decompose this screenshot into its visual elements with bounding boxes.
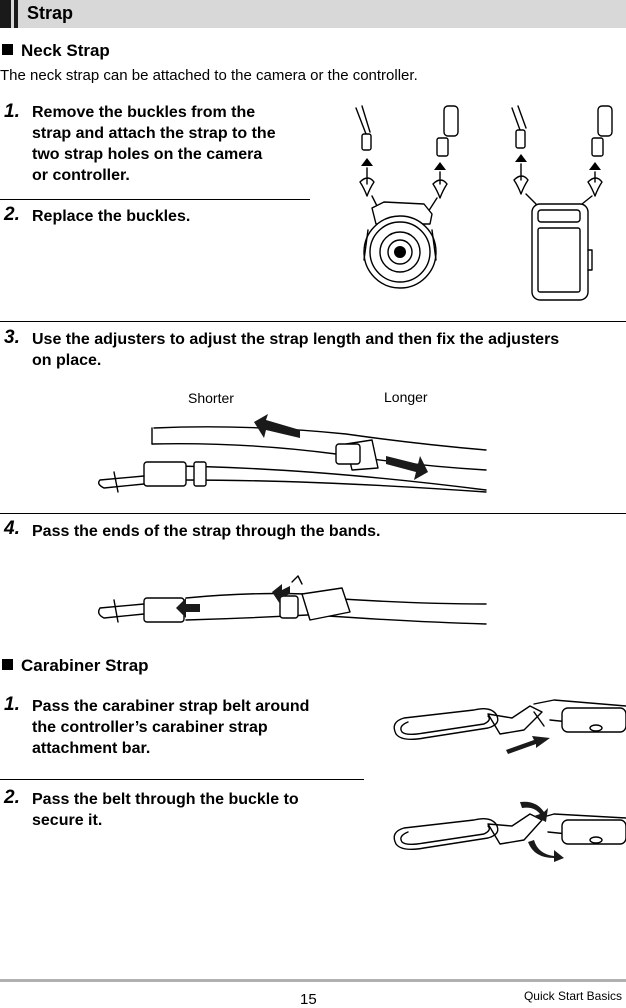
footer-section: Quick Start Basics	[523, 989, 622, 1003]
longer-label: Longer	[384, 389, 428, 405]
footer-rule	[0, 979, 626, 982]
neck-strap-title: Neck Strap	[21, 41, 110, 60]
carabiner-step1-illustration	[393, 699, 626, 754]
step-text: Replace the buckles.	[32, 208, 191, 225]
carabiner-step2-illustration	[393, 801, 626, 862]
step-text: Pass the belt through the buckle to secu…	[32, 791, 299, 829]
divider	[0, 321, 626, 322]
step-text: Pass the carabiner strap belt around the…	[32, 698, 310, 757]
header-bar	[0, 0, 626, 28]
step-number: 2.	[4, 787, 20, 808]
neck-strap-heading: Neck Strap	[2, 41, 110, 61]
divider	[0, 199, 310, 200]
step-text: Use the adjusters to adjust the strap le…	[32, 331, 560, 369]
square-bullet-icon	[2, 659, 13, 670]
strap-bands-illustration	[97, 575, 487, 625]
neck-strap-intro: The neck strap can be attached to the ca…	[0, 67, 418, 84]
header-accent	[0, 0, 11, 28]
step-text: Remove the buckles from the strap and at…	[32, 104, 276, 184]
strap-attachment-illustration	[355, 105, 613, 301]
page-number: 15	[300, 991, 317, 1008]
step-number: 4.	[4, 518, 20, 539]
header-accent-thin	[14, 0, 18, 28]
divider	[0, 779, 364, 780]
strap-adjuster-illustration	[97, 414, 487, 493]
step-number: 2.	[4, 204, 20, 225]
step-number: 1.	[4, 101, 20, 122]
step-text: Pass the ends of the strap through the b…	[32, 523, 381, 540]
step-number: 3.	[4, 327, 20, 348]
square-bullet-icon	[2, 44, 13, 55]
step-number: 1.	[4, 694, 20, 715]
page-title: Strap	[27, 3, 74, 23]
divider	[0, 513, 626, 514]
shorter-label: Shorter	[188, 390, 234, 406]
carabiner-strap-heading: Carabiner Strap	[2, 656, 149, 676]
carabiner-strap-title: Carabiner Strap	[21, 656, 149, 675]
